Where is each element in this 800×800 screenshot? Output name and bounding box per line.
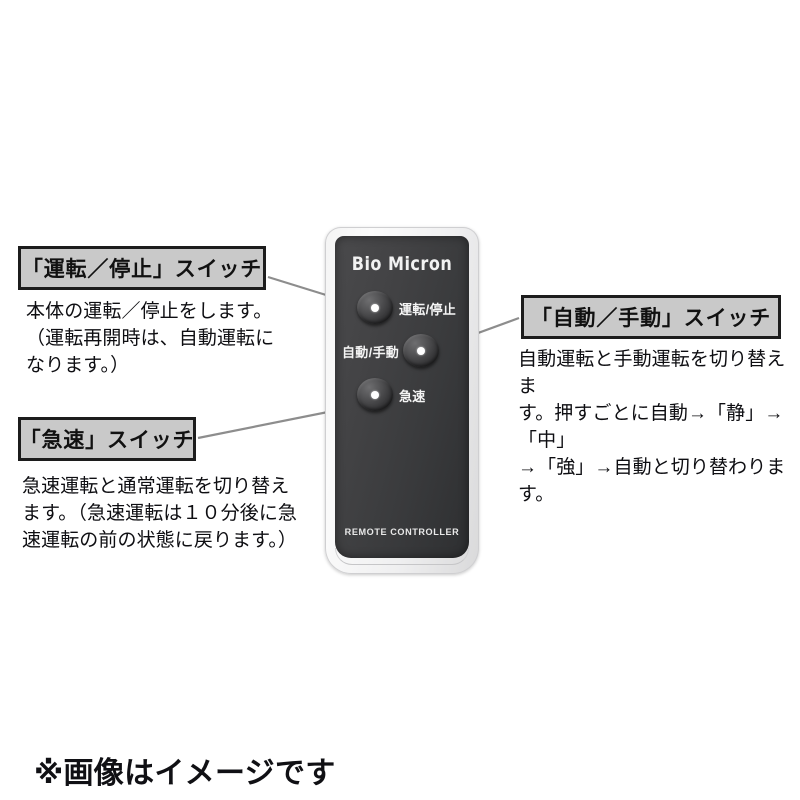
callout-title-power-switch-text: 「運転／停止」スイッチ <box>21 258 263 281</box>
callout-description-power-switch: 本体の運転／停止をします。 （運転再開時は、自動運転に なります。） <box>26 301 275 376</box>
power-stop-button[interactable] <box>357 291 393 324</box>
callout-title-rapid-switch-text: 「急速」スイッチ <box>19 429 195 452</box>
callout-title-rapid-switch: 「急速」スイッチ <box>18 417 196 461</box>
power-stop-button-label: 運転/停止 <box>399 302 457 317</box>
rapid-button-label: 急速 <box>399 389 426 404</box>
button-indicator-dot <box>371 390 379 399</box>
callout-title-auto-manual-switch: 「自動／手動」スイッチ <box>521 295 781 339</box>
auto-manual-button-label: 自動/手動 <box>342 345 400 360</box>
remote-controller-device: Bio Micron 運転/停止 自動/手動 急速 REMOTE CONTROL… <box>325 227 479 574</box>
callout-description-rapid-switch: 急速運転と通常運転を切り替え ます。（急速運転は１０分後に急 速運転の前の状態に… <box>22 476 298 551</box>
remote-front-panel: Bio Micron 運転/停止 自動/手動 急速 REMOTE CONTROL… <box>335 236 469 558</box>
button-indicator-dot <box>371 303 379 312</box>
rapid-button[interactable] <box>357 378 393 411</box>
image-disclaimer-note: ※画像はイメージです <box>34 757 336 790</box>
button-indicator-dot <box>417 346 425 355</box>
callout-title-power-switch: 「運転／停止」スイッチ <box>18 246 266 290</box>
callout-description-auto-manual-switch: 自動運転と手動運転を切り替えま す。押すごとに自動→「静」→「中」 →「強」→自… <box>518 349 786 505</box>
remote-controller-footer-text: REMOTE CONTROLLER <box>344 527 460 538</box>
callout-title-auto-manual-switch-text: 「自動／手動」スイッチ <box>530 307 772 330</box>
brand-logo: Bio Micron <box>351 253 453 275</box>
auto-manual-button[interactable] <box>403 334 439 367</box>
